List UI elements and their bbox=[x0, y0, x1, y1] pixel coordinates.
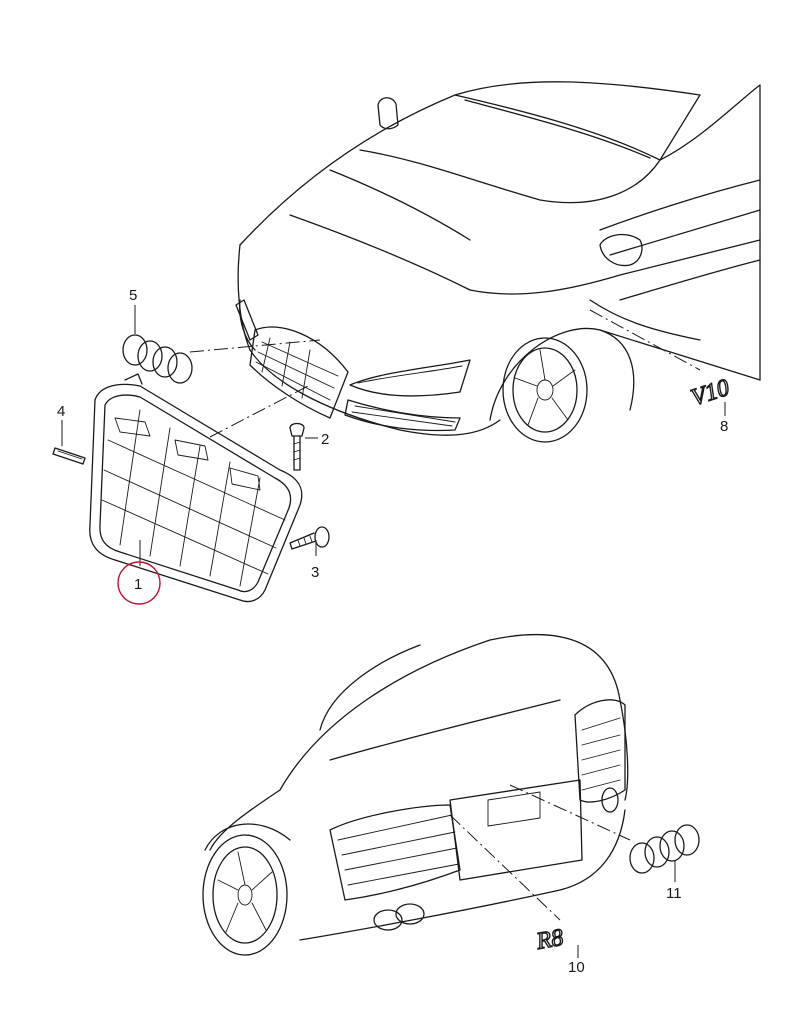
callout-3: 3 bbox=[311, 564, 319, 581]
front-grille-part[interactable] bbox=[89, 373, 303, 603]
emblem-strip-part[interactable] bbox=[52, 447, 86, 465]
callout-1: 1 bbox=[134, 576, 142, 593]
callout-4: 4 bbox=[57, 403, 65, 420]
screw-part[interactable] bbox=[289, 422, 305, 471]
leader-lines bbox=[61, 305, 726, 958]
r8-badge-part[interactable]: R8 bbox=[533, 924, 566, 956]
callout-2: 2 bbox=[321, 431, 329, 448]
v10-badge-text: V10 bbox=[688, 375, 733, 412]
callout-11: 11 bbox=[666, 885, 682, 902]
highlight-circle bbox=[117, 561, 161, 605]
callout-5: 5 bbox=[129, 287, 137, 304]
clip-part[interactable] bbox=[289, 526, 330, 550]
callout-10: 10 bbox=[568, 959, 585, 976]
front-car-illustration bbox=[235, 81, 761, 443]
r8-badge-text: R8 bbox=[534, 925, 566, 955]
rear-rings-part[interactable] bbox=[629, 824, 700, 874]
rear-car-illustration bbox=[202, 633, 629, 956]
callout-8: 8 bbox=[720, 418, 728, 435]
v10-badge-part[interactable]: V10 bbox=[687, 374, 733, 412]
front-rings-part[interactable] bbox=[122, 334, 193, 384]
